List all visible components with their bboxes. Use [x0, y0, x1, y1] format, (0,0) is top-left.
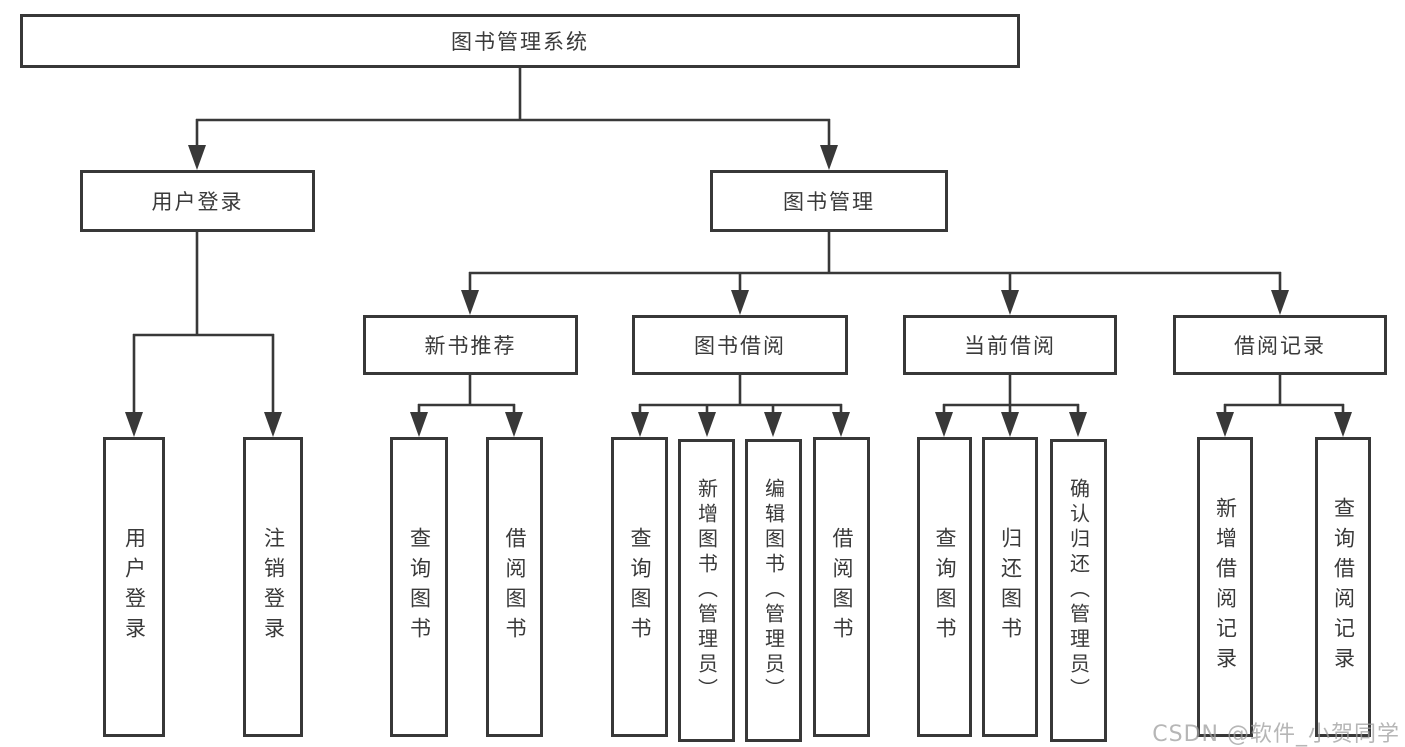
arrowhead-icon — [1271, 290, 1289, 315]
leaf-query-books-recommend-label: 查询图书 — [407, 527, 432, 647]
leaf-query-borrow-record-label: 查询借阅记录 — [1331, 497, 1356, 677]
leaf-borrow-books-recommend-label: 借阅图书 — [503, 527, 527, 647]
connector-user-login-to-leaves — [125, 232, 282, 437]
leaf-confirm-return-admin-label: 确认归还（管理员） — [1066, 478, 1091, 703]
node-root-label: 图书管理系统 — [451, 30, 589, 54]
connector-current-borrow-to-leaves — [935, 375, 1087, 437]
arrowhead-icon — [461, 290, 479, 315]
leaf-user-login-label: 用户登录 — [122, 527, 147, 647]
arrowhead-icon — [698, 412, 716, 437]
leaf-query-books-borrow: 查询图书 — [611, 437, 668, 737]
csdn-watermark: CSDN @软件_小贺同学 — [1152, 722, 1400, 747]
arrowhead-icon — [731, 290, 749, 315]
arrowhead-icon — [1216, 412, 1234, 437]
leaf-borrow-books-recommend: 借阅图书 — [486, 437, 543, 737]
leaf-query-books-current: 查询图书 — [917, 437, 972, 737]
arrowhead-icon — [1001, 290, 1019, 315]
leaf-query-books-borrow-label: 查询图书 — [628, 527, 652, 647]
arrowhead-icon — [410, 412, 428, 437]
leaf-query-books-recommend: 查询图书 — [390, 437, 448, 737]
leaf-add-borrow-record-label: 新增借阅记录 — [1213, 497, 1238, 677]
connector-book-management-to-level3 — [461, 232, 1289, 315]
leaf-query-books-current-label: 查询图书 — [933, 527, 957, 647]
leaf-borrow-books-label: 借阅图书 — [830, 527, 854, 647]
leaf-user-login: 用户登录 — [103, 437, 165, 737]
arrowhead-icon — [1334, 412, 1352, 437]
node-borrow-records: 借阅记录 — [1173, 315, 1387, 375]
connector-book-borrow-to-leaves — [631, 375, 850, 437]
leaf-borrow-books: 借阅图书 — [813, 437, 870, 737]
connector-root-to-level2 — [188, 68, 838, 170]
node-root: 图书管理系统 — [20, 14, 1020, 68]
arrowhead-icon — [264, 412, 282, 437]
leaf-logout-label: 注销登录 — [261, 527, 286, 647]
leaf-edit-book-admin: 编辑图书（管理员） — [745, 439, 802, 742]
arrowhead-icon — [832, 412, 850, 437]
leaf-query-borrow-record: 查询借阅记录 — [1315, 437, 1371, 737]
arrowhead-icon — [1069, 412, 1087, 437]
node-current-borrow: 当前借阅 — [903, 315, 1117, 375]
leaf-logout: 注销登录 — [243, 437, 303, 737]
leaf-return-books: 归还图书 — [982, 437, 1038, 737]
connector-borrow-records-to-leaves — [1216, 375, 1352, 437]
leaf-confirm-return-admin: 确认归还（管理员） — [1050, 439, 1107, 742]
connector-new-book-recommend-to-leaves — [410, 375, 523, 437]
arrowhead-icon — [505, 412, 523, 437]
node-book-management: 图书管理 — [710, 170, 948, 232]
arrowhead-icon — [125, 412, 143, 437]
node-borrow-records-label: 借阅记录 — [1234, 334, 1326, 358]
arrowhead-icon — [188, 145, 206, 170]
arrowhead-icon — [820, 145, 838, 170]
arrowhead-icon — [631, 412, 649, 437]
leaf-edit-book-admin-label: 编辑图书（管理员） — [761, 478, 786, 703]
arrowhead-icon — [935, 412, 953, 437]
leaf-return-books-label: 归还图书 — [998, 527, 1023, 647]
node-current-borrow-label: 当前借阅 — [964, 334, 1056, 358]
leaf-add-borrow-record: 新增借阅记录 — [1197, 437, 1253, 737]
node-new-book-recommend: 新书推荐 — [363, 315, 578, 375]
node-user-login-label: 用户登录 — [151, 190, 244, 214]
node-book-management-label: 图书管理 — [783, 190, 875, 214]
node-new-book-recommend-label: 新书推荐 — [424, 334, 517, 358]
node-user-login: 用户登录 — [80, 170, 315, 232]
node-book-borrow-label: 图书借阅 — [694, 334, 786, 358]
arrowhead-icon — [1001, 412, 1019, 437]
node-book-borrow: 图书借阅 — [632, 315, 848, 375]
leaf-add-book-admin: 新增图书（管理员） — [678, 439, 735, 742]
arrowhead-icon — [764, 412, 782, 437]
leaf-add-book-admin-label: 新增图书（管理员） — [694, 478, 719, 703]
